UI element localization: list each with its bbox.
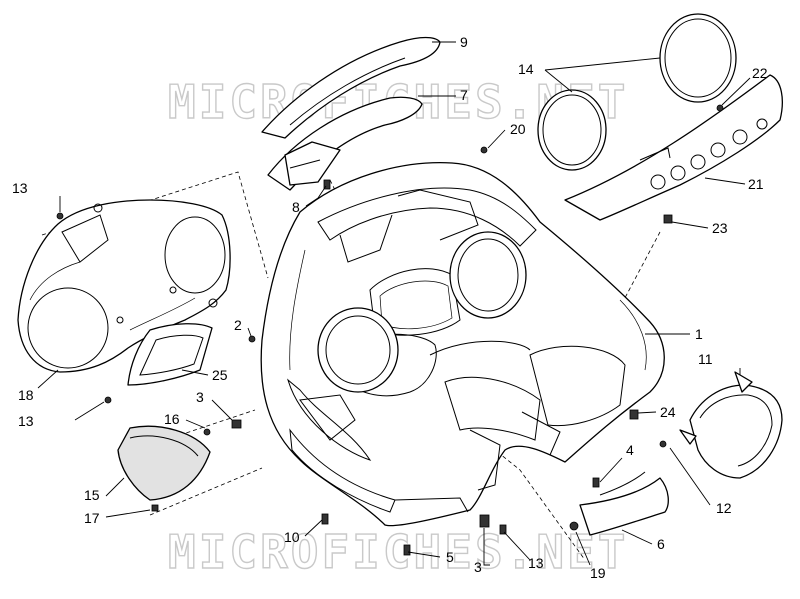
callout-18: 18 xyxy=(18,387,34,403)
callout-14: 14 xyxy=(518,61,534,77)
callout-11: 11 xyxy=(698,351,713,367)
callout-4: 4 xyxy=(626,442,634,458)
callout-25: 25 xyxy=(212,367,228,383)
callout-10: 10 xyxy=(284,529,300,545)
callout-15: 15 xyxy=(84,487,100,503)
callout-16: 16 xyxy=(164,411,180,427)
watermark-bottom: MICROFICHES.NET xyxy=(168,525,628,579)
callout-8: 8 xyxy=(292,199,300,215)
callout-22: 22 xyxy=(752,65,768,81)
callout-13-left: 13 xyxy=(18,413,34,429)
callout-17: 17 xyxy=(84,510,100,526)
small-panel-part-25 xyxy=(127,323,213,386)
housing-gauge-openings xyxy=(317,231,527,393)
callout-19: 19 xyxy=(590,565,606,581)
callout-3-left: 3 xyxy=(196,389,204,405)
callout-13-top: 13 xyxy=(12,180,28,196)
callout-24: 24 xyxy=(660,404,676,420)
bracket-part-6 xyxy=(579,471,669,536)
callout-12: 12 xyxy=(716,500,732,516)
instrument-cover-part-18 xyxy=(17,199,231,373)
callout-1: 1 xyxy=(695,326,703,342)
trim-strip-part-7 xyxy=(267,96,423,191)
leader-lines xyxy=(37,41,751,566)
callout-5: 5 xyxy=(446,549,454,565)
gasket-ring-part-14 xyxy=(537,13,737,171)
callout-23: 23 xyxy=(712,220,728,236)
callout-6: 6 xyxy=(657,536,665,552)
lens-part-11 xyxy=(679,371,783,479)
callout-20: 20 xyxy=(510,121,526,137)
switch-panel-part-21 xyxy=(564,74,783,221)
callout-9: 9 xyxy=(460,34,468,50)
callout-13-bottom: 13 xyxy=(528,555,544,571)
callout-3-bottom: 3 xyxy=(474,559,482,575)
hardware-fasteners xyxy=(56,104,724,556)
callout-labels: 9 7 8 20 14 22 21 23 1 11 24 4 12 6 19 1… xyxy=(12,34,768,581)
callout-21: 21 xyxy=(748,176,764,192)
callout-2: 2 xyxy=(234,317,242,333)
dashboard-housing-part-1 xyxy=(260,162,665,527)
lid-part-15 xyxy=(117,425,211,501)
callout-7: 7 xyxy=(460,87,468,103)
